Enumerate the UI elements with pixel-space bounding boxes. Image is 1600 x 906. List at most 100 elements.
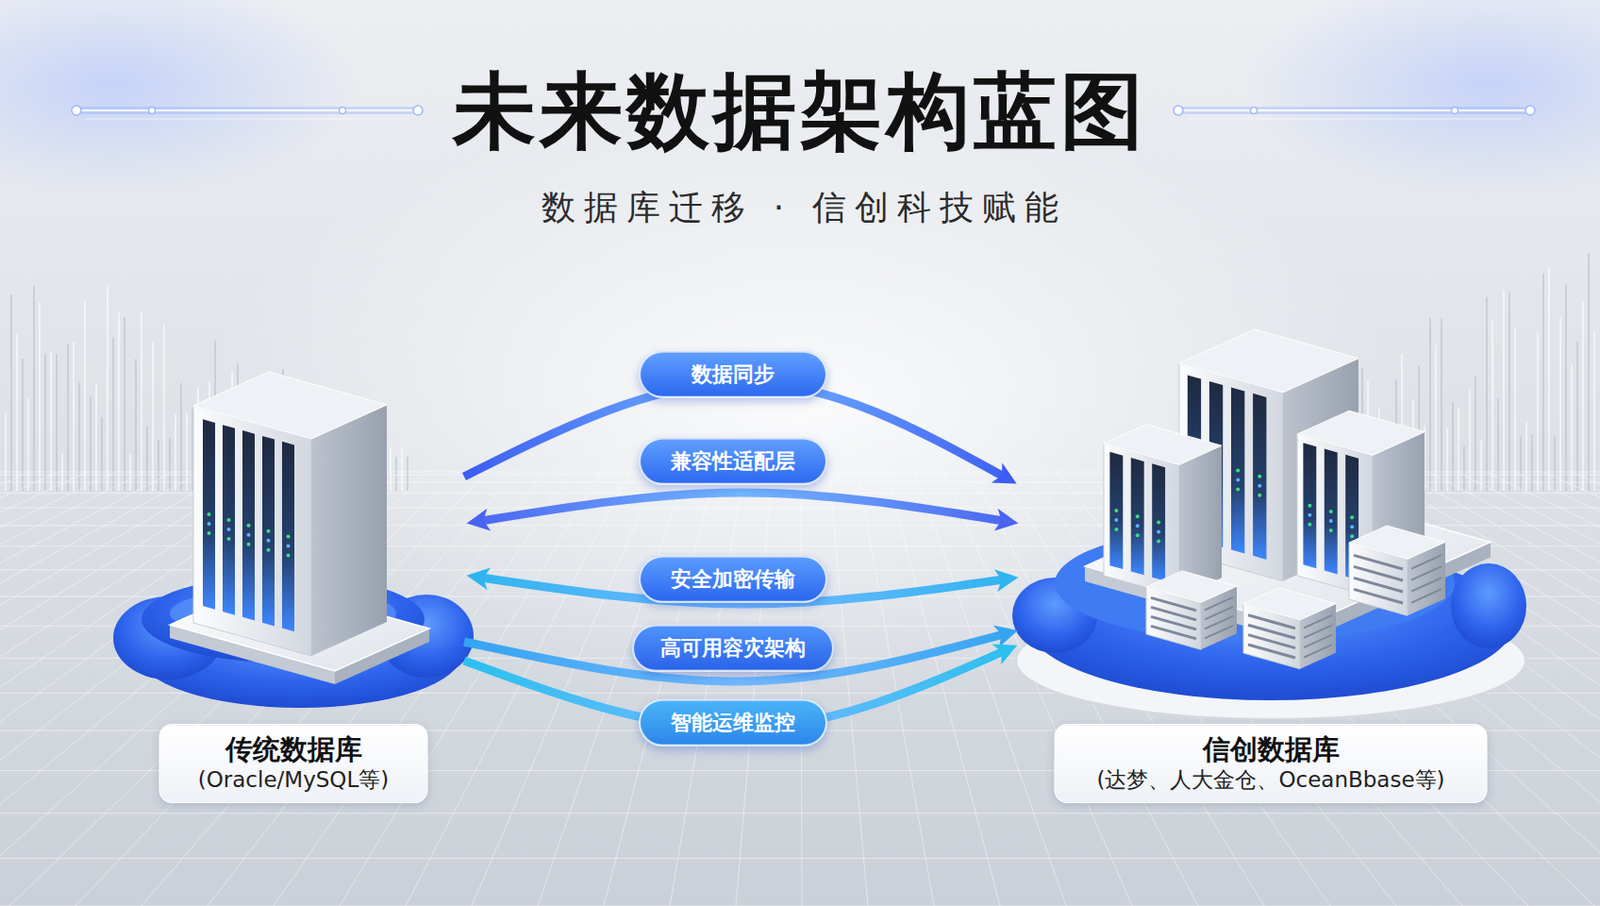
wave-bar	[21, 358, 24, 491]
header-dot	[149, 107, 156, 115]
wave-bar	[140, 311, 143, 491]
server-unit	[1146, 570, 1237, 650]
edge-label: 兼容性适配层	[670, 449, 796, 473]
status-led	[286, 544, 291, 549]
wave-bar	[117, 312, 120, 491]
status-led	[286, 553, 291, 558]
server-vent	[1303, 644, 1333, 658]
server-vent	[1353, 554, 1403, 569]
wave-bar	[106, 286, 109, 491]
wave-bar	[400, 446, 403, 491]
header-glow	[1178, 106, 1531, 115]
server-front	[1103, 443, 1180, 597]
server-front	[193, 405, 312, 656]
edge-label: 数据同步	[691, 362, 775, 386]
wave-bar	[1536, 333, 1539, 491]
server-unit	[1103, 424, 1222, 598]
corner-glow	[1245, 0, 1600, 199]
status-led	[1307, 503, 1312, 508]
header-dot	[1451, 107, 1459, 115]
grid-line	[0, 471, 173, 906]
wave-bar	[1508, 292, 1511, 491]
subtitle: 数据库迁移 · 信创科技赋能	[0, 186, 1600, 228]
status-led	[227, 536, 232, 541]
grid-line	[735, 471, 773, 906]
server-vent	[1248, 644, 1296, 658]
wave-bar	[44, 354, 47, 491]
status-led	[1235, 477, 1240, 482]
server-top	[1179, 329, 1359, 393]
grid-line	[0, 905, 1600, 906]
grid-line	[0, 812, 1600, 814]
status-led	[1235, 486, 1240, 491]
server-unit	[1243, 587, 1336, 669]
status-led	[1114, 527, 1118, 532]
server-top	[193, 371, 387, 439]
status-led	[1257, 474, 1262, 479]
grid-line	[1485, 471, 1600, 906]
title: 未来数据架构蓝图	[0, 66, 1600, 158]
flow-arrow	[481, 492, 1004, 521]
grid-line	[829, 471, 868, 906]
wave-bar	[83, 300, 86, 491]
server-vent	[1204, 625, 1234, 639]
header-dot	[413, 105, 423, 116]
server-top	[1349, 525, 1446, 559]
wave-bar	[1559, 317, 1562, 491]
grid-line	[0, 471, 2, 906]
wave-bar	[185, 412, 188, 491]
header-dot	[1173, 105, 1184, 116]
grid-line	[0, 471, 117, 906]
grid-line	[1514, 471, 1600, 906]
status-led	[1257, 493, 1262, 498]
status-led	[247, 542, 251, 547]
wave-bar	[33, 285, 35, 491]
edge-label: 智能运维监控	[670, 710, 796, 734]
edge-label-pill: 数据同步	[638, 350, 828, 399]
cloud-lobe	[1450, 563, 1527, 649]
server-slot	[1302, 442, 1317, 568]
wave-bar	[1553, 436, 1556, 491]
grid-line	[1571, 471, 1600, 906]
legacy-server-illustration	[113, 371, 474, 708]
wave-bar	[395, 456, 398, 491]
status-led	[1350, 533, 1354, 538]
wave-bar	[1548, 266, 1550, 491]
grid-line	[405, 471, 630, 906]
header-line	[1187, 118, 1521, 120]
status-led	[1156, 519, 1161, 524]
header-dot	[339, 107, 347, 115]
status-led	[1307, 522, 1312, 527]
wave-bar	[1514, 327, 1517, 491]
header-line	[85, 118, 409, 120]
server-vent	[1411, 577, 1442, 591]
wave-bar	[406, 456, 409, 491]
wave-bar	[146, 426, 149, 491]
wave-bar	[1457, 407, 1460, 491]
server-slot	[262, 435, 275, 626]
wave-bar	[1440, 318, 1443, 491]
wave-bar	[163, 324, 166, 491]
header-line	[76, 109, 418, 112]
wave-bar	[112, 336, 115, 491]
grid-line	[800, 471, 802, 906]
status-led	[266, 529, 271, 534]
wave-bar	[55, 353, 58, 491]
status-led	[247, 533, 251, 537]
wave-bar	[157, 439, 160, 491]
status-led	[1156, 529, 1161, 534]
wave-bar	[1502, 290, 1505, 491]
grid-line	[537, 471, 687, 906]
header-dot	[1250, 107, 1258, 115]
wave-bar	[168, 437, 171, 491]
corner-glow	[0, 0, 359, 199]
wave-bar	[151, 342, 154, 491]
server-side	[311, 404, 387, 656]
wave-bar	[10, 294, 13, 491]
server-slot	[222, 424, 235, 615]
edge-label: 安全加密传输	[670, 566, 796, 591]
status-led	[207, 521, 212, 526]
status-led	[1114, 517, 1118, 522]
grid-line	[0, 857, 1600, 859]
